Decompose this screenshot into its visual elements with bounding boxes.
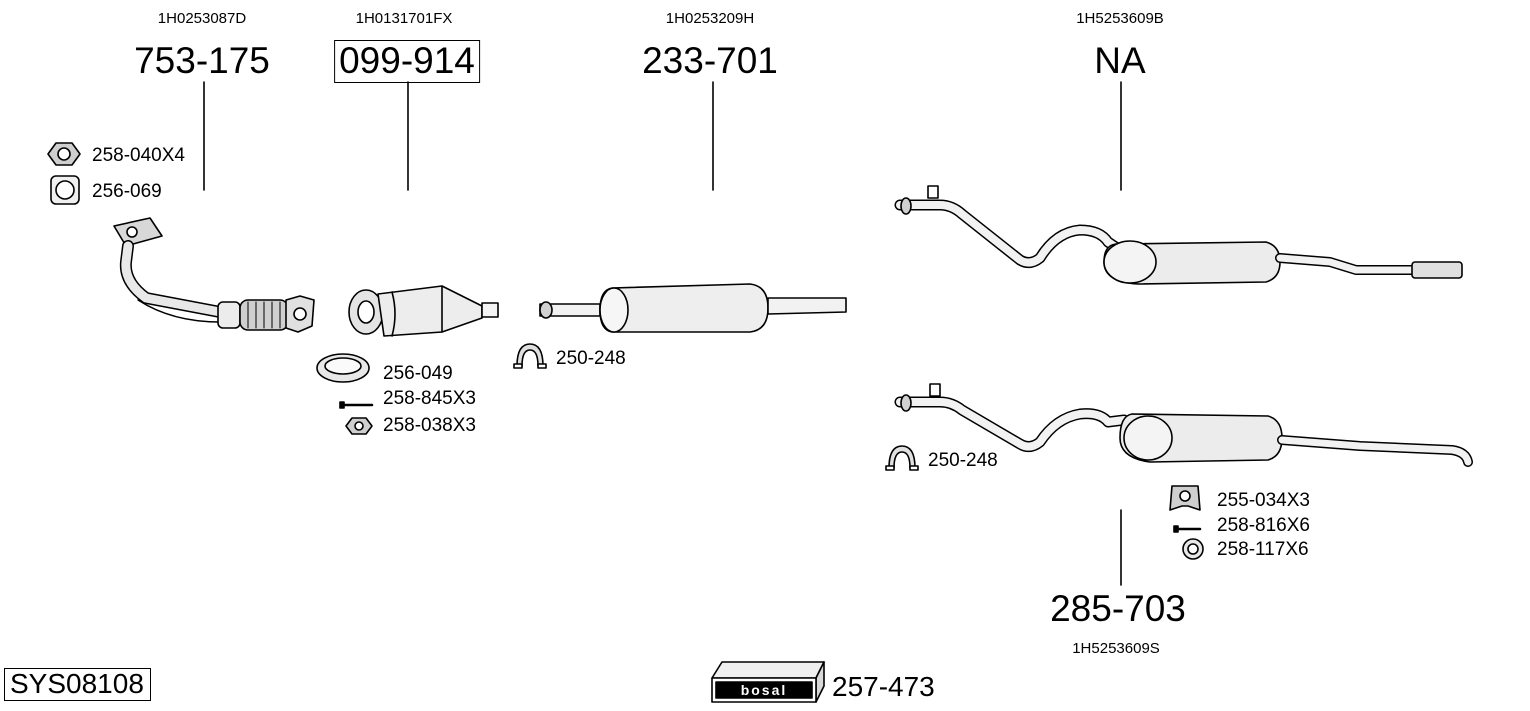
bolt-icon: [1173, 525, 1202, 533]
rubber-hanger-icon: [1169, 485, 1201, 511]
bolt-icon: [339, 401, 374, 409]
gasket-ring-icon: [316, 353, 370, 383]
centre-silencer-drawing: [539, 283, 847, 333]
part-number: 753-175: [134, 40, 270, 81]
part-number: 285-703: [1050, 588, 1186, 629]
system-code: SYS08108: [4, 668, 151, 701]
accessory-label: 258-816X6: [1217, 515, 1310, 536]
accessory-label: 258-845X3: [383, 388, 476, 409]
clamp-icon: [513, 343, 547, 369]
oe-number: 1H0253087D: [157, 10, 247, 27]
part-number: 233-701: [642, 40, 778, 81]
front-pipe-drawing: [113, 217, 315, 333]
accessory-label: 258-040X4: [92, 145, 185, 166]
oe-number: 1H5253609S: [1072, 640, 1160, 657]
rear-silencer-upper-drawing: [894, 185, 1463, 285]
catalytic-converter-drawing: [348, 285, 499, 337]
rear-silencer-lower-drawing: [894, 383, 1473, 467]
bosal-logo-text: bosal: [741, 682, 788, 698]
accessory-label: 258-117X6: [1217, 539, 1309, 560]
accessory-label: 256-049: [383, 363, 453, 384]
accessory-label: 250-248: [556, 348, 626, 369]
nut-icon: [47, 142, 81, 166]
oe-number: 1H0131701FX: [355, 10, 453, 27]
clamp-icon: [885, 445, 919, 471]
accessory-label: 258-038X3: [383, 415, 476, 436]
accessory-label: 256-069: [92, 181, 162, 202]
kit-part-number: 257-473: [832, 671, 935, 702]
oe-number: 1H0253209H: [665, 10, 755, 27]
oe-number: 1H5253609B: [1076, 10, 1164, 27]
gasket-icon: [50, 175, 80, 205]
part-number: NA: [1094, 40, 1146, 81]
washer-icon: [1182, 538, 1204, 560]
flange-nut-icon: [345, 417, 373, 435]
part-number: 099-914: [334, 40, 480, 83]
bosal-kit-box-icon: [711, 661, 825, 703]
accessory-label: 250-248: [928, 450, 998, 471]
accessory-label: 255-034X3: [1217, 490, 1310, 511]
